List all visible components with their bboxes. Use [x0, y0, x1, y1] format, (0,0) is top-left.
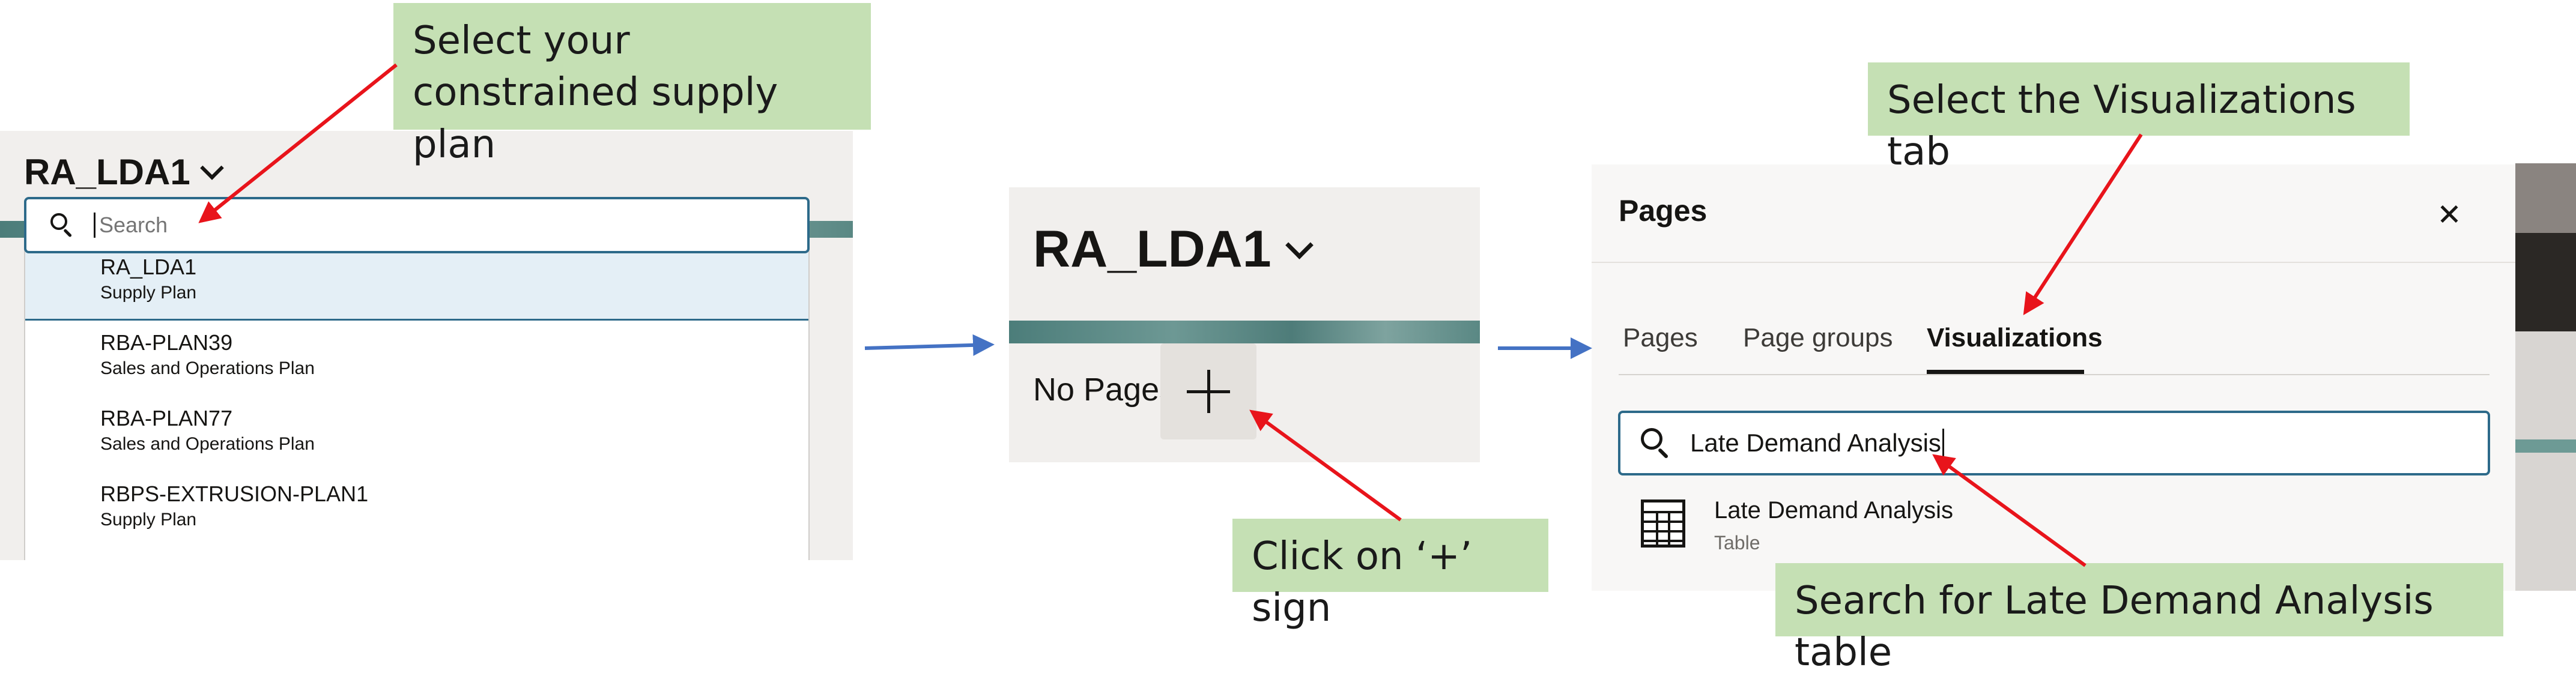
result-title: Late Demand Analysis	[1714, 497, 1954, 524]
text-cursor	[1942, 429, 1944, 457]
search-result-item[interactable]: Late Demand Analysis Table	[1618, 483, 2099, 561]
list-item-rbps-extrusion-plan1[interactable]: RBPS-EXTRUSION-PLAN1 Supply Plan	[25, 472, 808, 548]
option-title: RA_LDA1	[100, 255, 197, 279]
red-arrow-to-plus	[1249, 409, 1402, 522]
result-subtitle: Table	[1714, 532, 1760, 554]
option-subtitle: Sales and Operations Plan	[100, 434, 315, 454]
callout-search-table: Search for Late Demand Analysis table	[1775, 563, 2503, 675]
plan-title: RA_LDA1	[1033, 220, 1271, 278]
callout-select-tab: Select the Visualizations tab	[1868, 62, 2410, 174]
option-title: RBA-PLAN39	[100, 330, 233, 355]
pages-dialog: Pages Pages Page groups Visualizations L…	[1592, 164, 2515, 591]
option-subtitle: Supply Plan	[100, 283, 197, 303]
plus-icon	[1187, 370, 1230, 413]
visualization-search-input[interactable]: Late Demand Analysis	[1690, 429, 1941, 457]
red-arrow-to-search	[198, 63, 398, 223]
plan-selector-panel: RA_LDA1 RA_LDA1 Supply Plan RBA-PLAN39 S…	[0, 131, 853, 560]
tab-pages[interactable]: Pages	[1623, 323, 1698, 352]
empty-pages-panel: RA_LDA1 No Pages	[1009, 187, 1480, 462]
list-item-rba-plan77[interactable]: RBA-PLAN77 Sales and Operations Plan	[25, 396, 808, 472]
banner-strip	[1009, 321, 1480, 343]
plan-title: RA_LDA1	[24, 152, 190, 192]
plan-selector-dropdown[interactable]: RA_LDA1	[24, 151, 224, 193]
red-arrow-to-search-field	[1932, 454, 2087, 567]
option-title: RBA-PLAN77	[100, 406, 233, 430]
callout-select-plan: Select your constrained supply plan	[393, 3, 871, 167]
annotation-arrows	[198, 63, 2143, 567]
table-icon	[1641, 499, 1685, 548]
option-title: RBPS-EXTRUSION-PLAN1	[100, 481, 369, 506]
visualization-search-box: Late Demand Analysis	[1618, 411, 2490, 475]
option-subtitle: Supply Plan	[100, 510, 197, 530]
plan-selector-dropdown[interactable]: RA_LDA1	[1033, 220, 1314, 279]
tab-page-groups[interactable]: Page groups	[1743, 323, 1893, 352]
option-subtitle: Sales and Operations Plan	[100, 358, 315, 378]
text-cursor	[94, 213, 95, 238]
active-tab-indicator	[1927, 370, 2084, 375]
callout-click-plus: Click on ‘+’ sign	[1232, 519, 1548, 630]
list-item-rba-plan39[interactable]: RBA-PLAN39 Sales and Operations Plan	[25, 321, 808, 396]
background-page-strip	[2515, 163, 2576, 591]
header-divider	[1592, 262, 2515, 263]
tab-visualizations[interactable]: Visualizations	[1927, 323, 2103, 352]
list-item-ra-lda1[interactable]: RA_LDA1 Supply Plan	[25, 245, 808, 321]
dialog-title: Pages	[1619, 194, 1708, 228]
no-pages-label: No Pages	[1033, 372, 1176, 408]
plan-dropdown-list: RA_LDA1 Supply Plan RBA-PLAN39 Sales and…	[24, 244, 810, 560]
flow-arrow-1	[864, 334, 995, 356]
tabs-divider	[1619, 374, 2490, 375]
add-page-button[interactable]	[1160, 343, 1256, 439]
search-icon	[48, 212, 74, 238]
search-icon	[1638, 427, 1671, 459]
red-arrow-to-visualizations-tab	[2023, 133, 2143, 316]
